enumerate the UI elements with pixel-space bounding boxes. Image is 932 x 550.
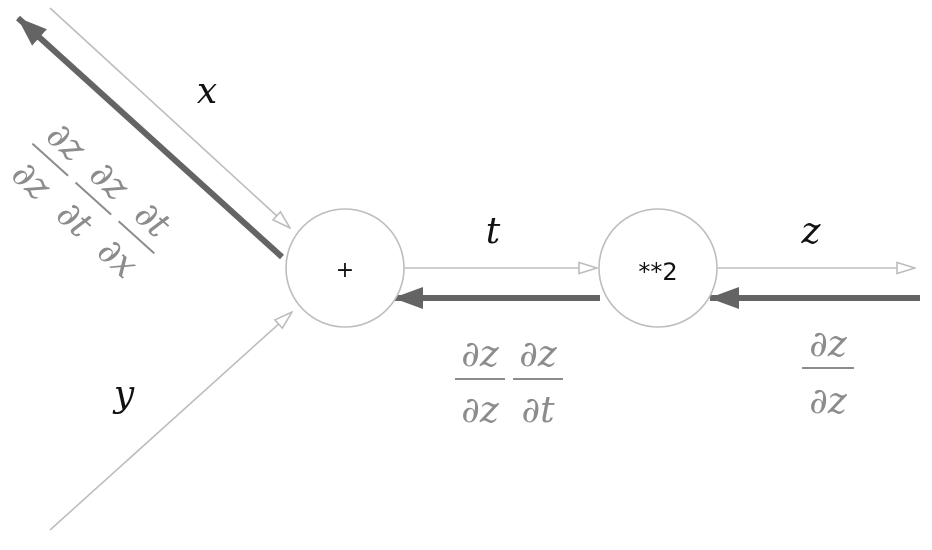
gradient-denominator: ∂z [461,390,500,431]
variable-x-label: x [197,71,217,112]
square-node: **2 [598,208,718,328]
gradient-denominator: ∂t [521,390,555,431]
gradient-denominator: ∂t [48,193,100,246]
backprop-arrow-to-x [15,15,285,260]
gradient-numerator: ∂z [38,114,94,170]
gradient-numerator: ∂t [126,194,178,247]
edge-x-to-add [49,7,290,228]
gradient-numerator: ∂z [461,334,500,375]
add-node: + [285,208,405,328]
variable-y-label: y [112,374,135,415]
gradient-numerator: ∂z [81,153,137,209]
gradient-numerator: ∂z [519,334,558,375]
variable-t-label: t [486,211,501,252]
gradient-numerator: ∂z [809,324,848,365]
gradient-dz-dz-output: ∂z ∂z [802,324,854,422]
gradient-dz-dt-product: ∂z ∂z ∂z ∂t [455,334,563,431]
edge-y-to-add [49,312,292,531]
square-node-label: **2 [638,258,677,286]
gradient-dz-dx-chain: ∂z ∂z ∂z ∂t ∂t ∂x [3,114,178,286]
variable-z-label: z [801,211,822,252]
add-node-label: + [336,258,354,283]
gradient-denominator: ∂z [809,381,848,422]
